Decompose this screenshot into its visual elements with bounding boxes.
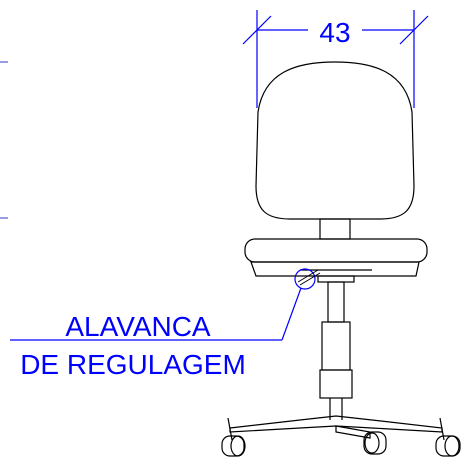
lever xyxy=(297,269,321,286)
dimension-tick-right xyxy=(399,15,429,45)
width-dimension xyxy=(242,10,429,108)
lever-callout xyxy=(10,268,316,341)
caster-right xyxy=(435,435,461,457)
left-edge-ticks xyxy=(0,61,8,219)
lever-highlight-circle xyxy=(294,268,316,290)
seat-shell xyxy=(250,261,420,277)
back-support-post xyxy=(319,218,351,240)
lever-label-line1: ALAVANCA xyxy=(65,311,211,342)
gas-lift-upper xyxy=(327,281,345,323)
caster-center xyxy=(363,431,387,455)
width-dimension-value: 43 xyxy=(319,17,350,48)
dimension-tick-left xyxy=(242,15,272,45)
leader-line xyxy=(281,287,302,341)
caster-left xyxy=(221,435,246,457)
gas-lift-base xyxy=(319,369,353,399)
seat-cushion xyxy=(244,238,428,263)
seat-mechanism xyxy=(317,275,355,283)
gas-lift-lower xyxy=(321,321,351,371)
lever-label-line2: DE REGULAGEM xyxy=(20,349,246,380)
chair xyxy=(221,61,461,457)
backrest xyxy=(255,61,415,220)
